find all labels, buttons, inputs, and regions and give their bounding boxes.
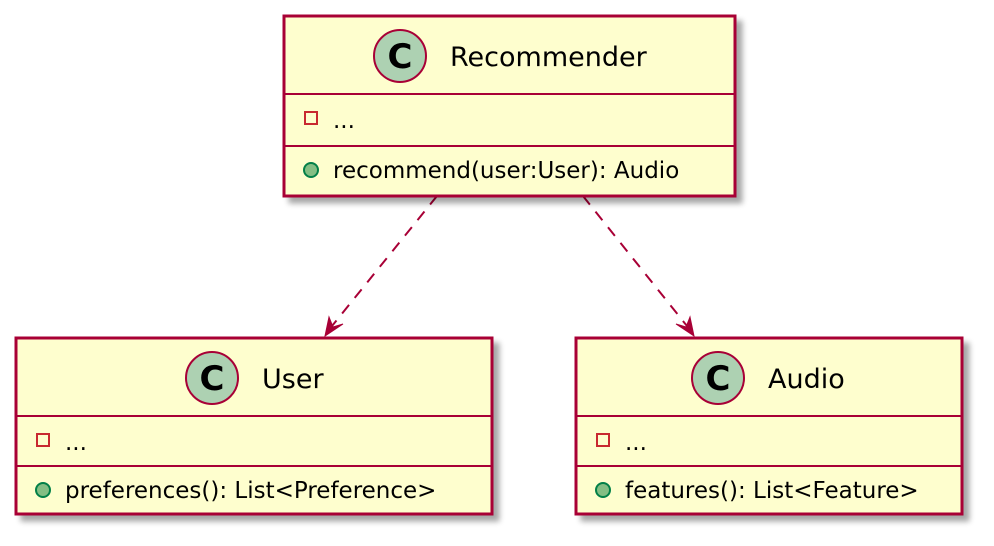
class-name: Recommender [450,42,648,73]
public-method-icon [595,482,611,498]
class-audio[interactable]: C Audio ... features(): List<Feature> [574,336,964,516]
class-stereotype-letter: C [706,359,731,399]
class-stereotype-letter: C [200,359,225,399]
private-field-icon [596,433,610,447]
class-field: ... [333,108,355,134]
class-method: features(): List<Feature> [625,478,919,504]
class-user[interactable]: C User ... preferences(): List<Preferenc… [14,336,494,516]
class-method: preferences(): List<Preference> [65,478,436,504]
dependency-arrow-recommender-to-audio [582,195,695,338]
class-name: User [262,364,324,395]
class-field: ... [625,430,647,456]
class-stereotype-letter: C [388,37,413,77]
class-stereotype-icon: C [373,29,427,83]
class-stereotype-icon: C [185,351,239,405]
class-name: Audio [768,364,845,395]
class-field: ... [65,430,87,456]
private-field-icon [36,433,50,447]
public-method-icon [303,162,319,178]
public-method-icon [35,482,51,498]
dependency-arrow-recommender-to-user [324,195,438,338]
class-stereotype-icon: C [691,351,745,405]
private-field-icon [304,111,318,125]
class-method: recommend(user:User): Audio [333,158,679,184]
class-recommender[interactable]: C Recommender ... recommend(user:User): … [282,14,737,198]
